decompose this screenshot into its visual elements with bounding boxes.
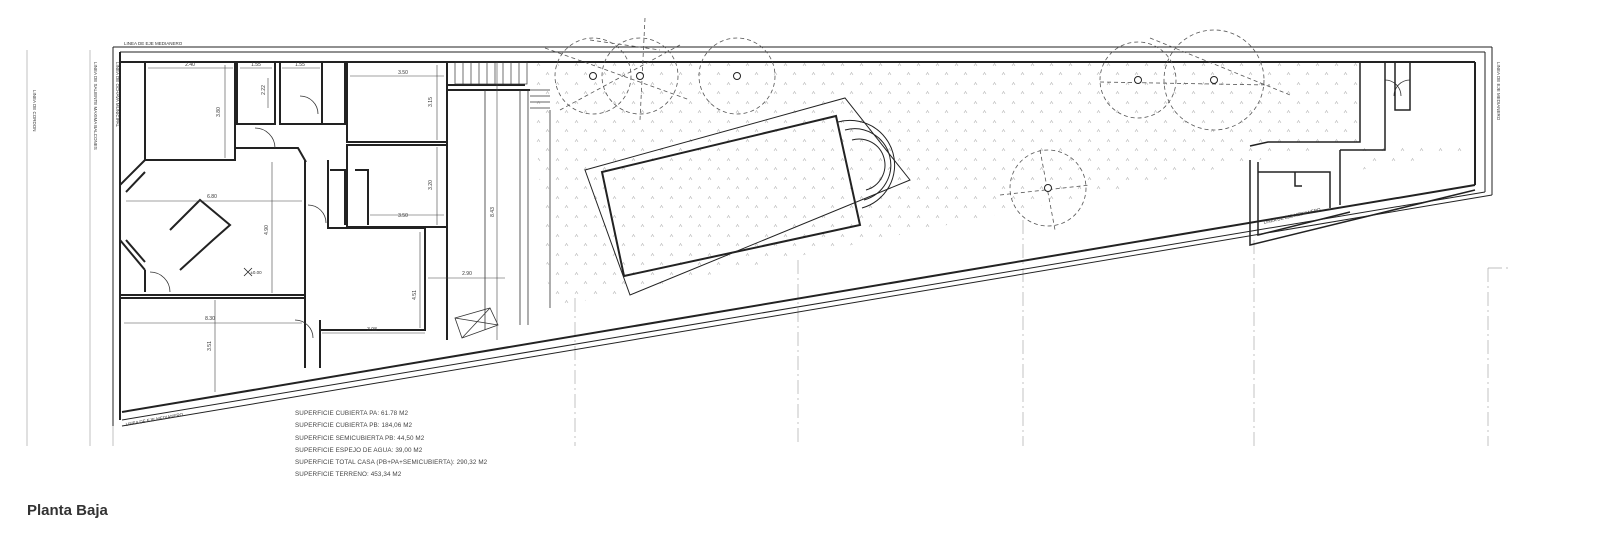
dimension-label: 3.50 bbox=[398, 70, 408, 76]
dimension-lines bbox=[124, 62, 505, 392]
area-summary: SUPERFICIE CUBIERTA PA: 61.78 M2 SUPERFI… bbox=[295, 408, 487, 482]
stairs bbox=[454, 61, 550, 109]
salientes-label: LINEA DE SALIENTE MAXIMA BALCONES bbox=[93, 62, 98, 150]
plan-title: Planta Baja bbox=[27, 502, 108, 519]
pool bbox=[584, 97, 911, 296]
garden-area-right bbox=[1360, 142, 1475, 170]
dimension-label: 8.43 bbox=[490, 207, 496, 217]
area-line: SUPERFICIE CUBIERTA PB: 184,06 M2 bbox=[295, 422, 413, 430]
dimension-label: 6.80 bbox=[207, 194, 217, 200]
medianero-right-label: LINEA DE EJE MEDIANERO bbox=[1496, 62, 1501, 121]
reference-lines bbox=[26, 50, 114, 446]
ochava-label: LINEA DE OCHAVA MUNICIPAL bbox=[115, 62, 120, 128]
area-line: SUPERFICIE SEMICUBIERTA PB: 44,50 M2 bbox=[295, 434, 425, 442]
dimension-label: 3.98 bbox=[367, 327, 377, 333]
area-line: SUPERFICIE TERRENO: 453,34 M2 bbox=[295, 471, 402, 479]
lot-subdivision-lines bbox=[574, 220, 1510, 446]
dimension-label: 4.51 bbox=[412, 290, 418, 300]
cordon-label: LINEA DE CORDON bbox=[32, 90, 37, 132]
dimension-label: 2.40 bbox=[185, 62, 195, 68]
medianero-top-label: LINEA DE EJE MEDIANERO bbox=[124, 41, 183, 46]
dimension-label: 2.90 bbox=[462, 271, 472, 277]
dimension-label: 1.55 bbox=[251, 62, 261, 68]
level-mark-icon bbox=[243, 267, 253, 277]
tree-trunks bbox=[589, 72, 1218, 192]
garden-area bbox=[530, 62, 1360, 308]
dimension-label: 3.50 bbox=[398, 213, 408, 219]
dimension-label: 3.15 bbox=[428, 97, 434, 107]
dimension-label: 8.30 bbox=[205, 316, 215, 322]
dimension-label: 4.90 bbox=[264, 225, 270, 235]
annex bbox=[1249, 62, 1476, 246]
dimension-label: 3.80 bbox=[216, 107, 222, 117]
dimension-labels: 2.40 1.55 1.55 3.50 3.80 2.22 3.15 6.80 … bbox=[185, 62, 496, 351]
dimension-label: 3.51 bbox=[207, 341, 213, 351]
dimension-label: 3.20 bbox=[428, 180, 434, 190]
gallery bbox=[454, 90, 551, 339]
house-walls bbox=[119, 61, 530, 368]
area-line: SUPERFICIE TOTAL CASA (PB+PA+SEMICUBIERT… bbox=[295, 459, 488, 467]
medianero-annex-label: LINEA DE EJE MEDIANERO bbox=[1263, 207, 1321, 225]
dimension-label: 1.55 bbox=[295, 62, 305, 68]
door-swings bbox=[149, 79, 1411, 339]
dimension-label: 2.22 bbox=[261, 85, 267, 95]
area-line: SUPERFICIE ESPEJO DE AGUA: 39,00 M2 bbox=[295, 446, 423, 454]
trees bbox=[544, 17, 1291, 231]
area-line: SUPERFICIE CUBIERTA PA: 61.78 M2 bbox=[295, 410, 409, 417]
level-mark: ±0.00 bbox=[250, 270, 262, 275]
